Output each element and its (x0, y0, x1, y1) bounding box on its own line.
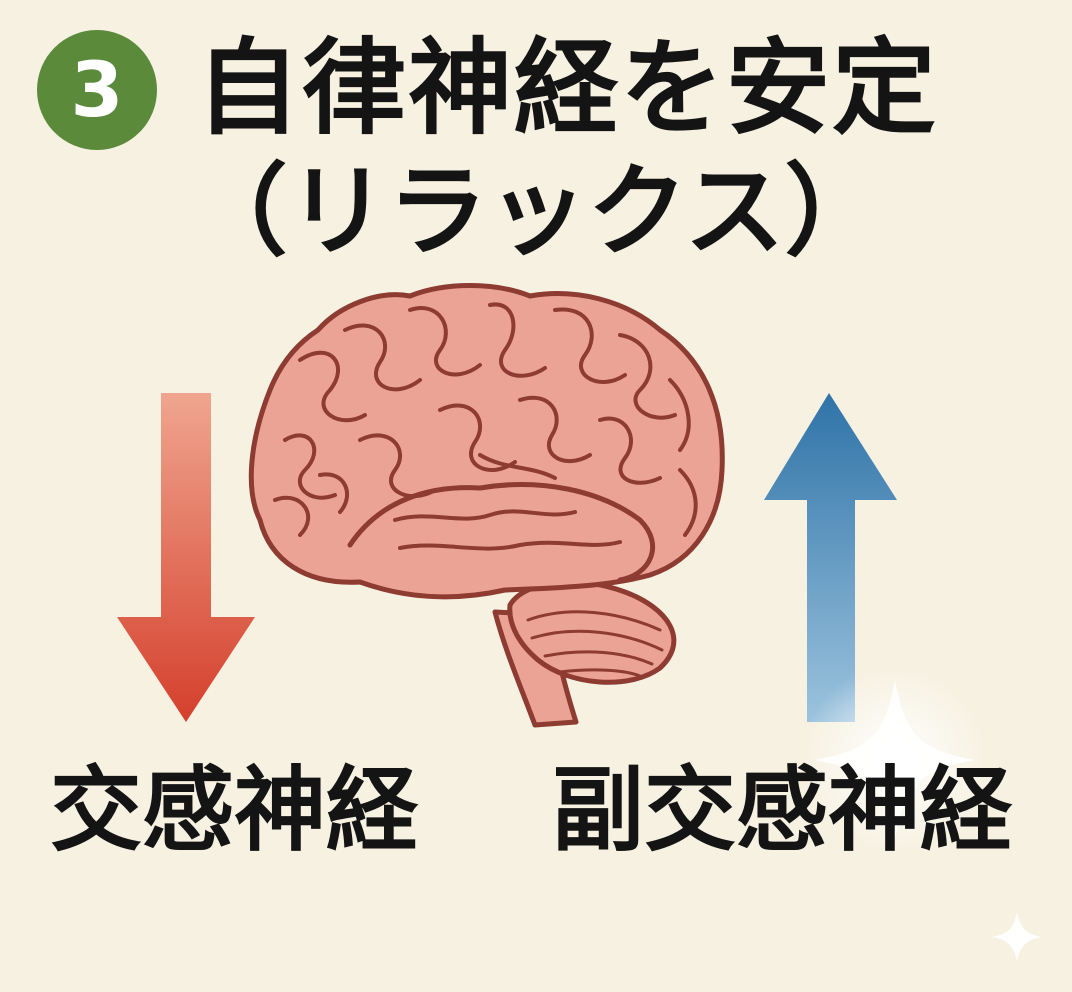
down-arrow-icon (117, 393, 255, 722)
sparkle-icon (800, 665, 1042, 962)
title-line-2: （リラックス） (187, 153, 885, 270)
sympathetic-label: 交感神経 (50, 757, 419, 864)
brain-icon (248, 283, 725, 728)
step-number-badge: 3 (37, 30, 157, 150)
up-arrow-icon (764, 393, 897, 722)
title-line-1: 自律神経を安定 (196, 27, 939, 149)
parasympathetic-label: 副交感神経 (552, 757, 1013, 864)
